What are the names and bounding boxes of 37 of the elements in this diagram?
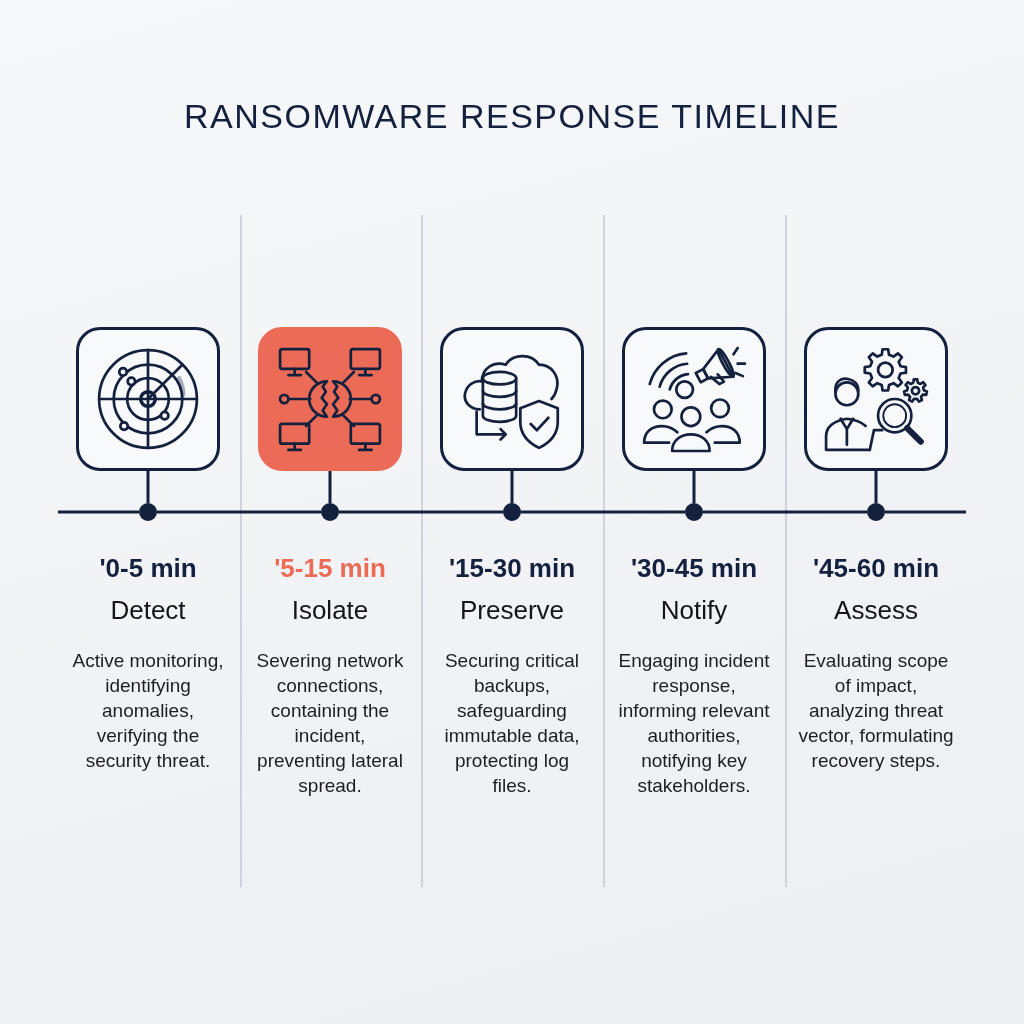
phase-title: Notify	[660, 595, 728, 625]
time-range-label: '45-60 min	[812, 553, 940, 583]
time-range-label: '5-15 min	[274, 553, 386, 583]
title: RANSOMWARE RESPONSE TIMELINE	[184, 96, 840, 136]
timeline-line	[339, 510, 503, 514]
timeline-dot	[139, 503, 157, 521]
connector-stem	[328, 471, 332, 503]
timeline-line	[58, 510, 139, 514]
timeline-line	[521, 510, 685, 514]
timeline-dot	[685, 503, 703, 521]
timeline-dot	[321, 503, 339, 521]
connector-stem	[146, 471, 150, 503]
phase-title: Detect	[110, 595, 186, 625]
phase-description: Severing network connections, containing the incident, preventing lateral spread.	[255, 649, 405, 798]
timeline-dot	[503, 503, 521, 521]
timeline-dot	[867, 503, 885, 521]
timeline-line	[703, 510, 867, 514]
connector-stem	[510, 471, 514, 503]
time-range-label: '15-30 min	[448, 553, 576, 583]
phase-title: Assess	[834, 595, 918, 625]
phase-description: Securing critical backups, safeguarding immutable data, protecting log files.	[443, 649, 581, 798]
icon-tile	[440, 327, 584, 471]
connector-stem	[692, 471, 696, 503]
timeline-line	[157, 510, 321, 514]
icon-tile	[622, 327, 766, 471]
phase-title: Isolate	[291, 595, 369, 625]
phase-description: Active monitoring, identifying anomalies, verifying the security threat.	[71, 649, 225, 773]
connector-stem	[874, 471, 878, 503]
time-range-label: '0-5 min	[99, 553, 197, 583]
icon-tile	[804, 327, 948, 471]
icon-tile	[76, 327, 220, 471]
icon-tile	[258, 327, 402, 471]
time-range-label: '30-45 min	[630, 553, 758, 583]
phase-description: Evaluating scope of impact, analyzing threat vector, formulating recovery steps.	[797, 649, 955, 773]
phase-description: Engaging incident response, informing relevant authorities, notifying key stakeholders.	[617, 649, 771, 798]
phase-title: Preserve	[459, 595, 564, 625]
timeline-line	[885, 510, 966, 514]
